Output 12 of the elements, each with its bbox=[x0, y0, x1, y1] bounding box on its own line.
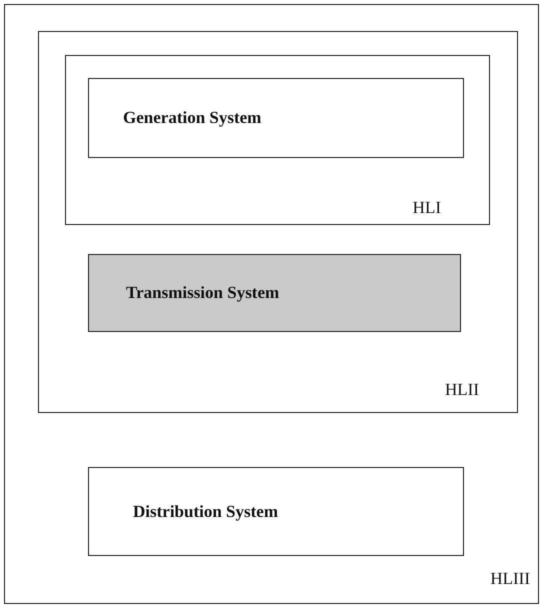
level-frame bbox=[4, 4, 539, 604]
system-label: Generation System bbox=[123, 108, 262, 128]
system-box bbox=[88, 467, 464, 556]
system-box bbox=[88, 254, 461, 332]
level-label: HLIII bbox=[490, 569, 530, 589]
system-box bbox=[88, 78, 464, 158]
system-label: Transmission System bbox=[126, 283, 280, 303]
level-frame bbox=[65, 55, 490, 225]
level-frame bbox=[38, 31, 518, 413]
system-label: Distribution System bbox=[133, 502, 278, 522]
level-label: HLII bbox=[445, 380, 479, 400]
level-label: HLI bbox=[412, 198, 441, 218]
